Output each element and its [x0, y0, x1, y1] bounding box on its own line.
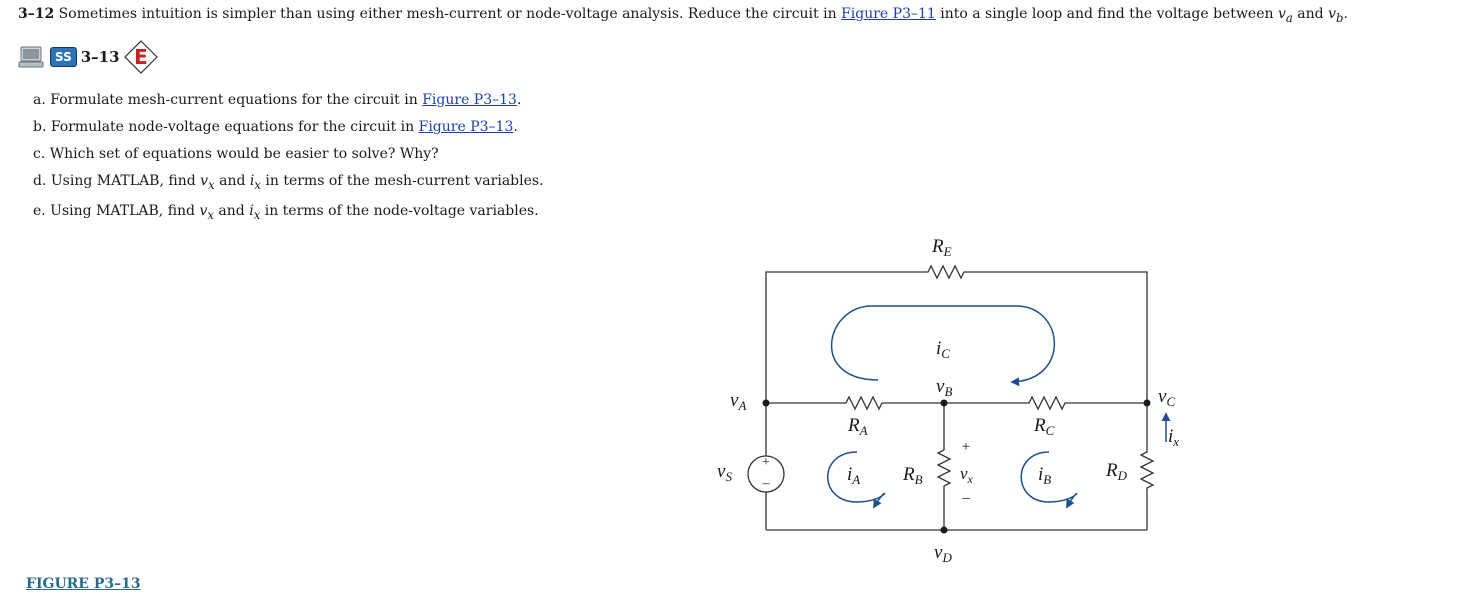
mesh-ic-arrow: [830, 305, 1056, 387]
label-rd: RD: [1105, 460, 1128, 483]
figure-label: FIGURE P3–13: [26, 576, 141, 592]
node-vc: [1143, 399, 1151, 407]
figure-link-p3-13[interactable]: Figure P3–13: [422, 92, 517, 108]
figure-link-p3-11[interactable]: Figure P3–11: [841, 6, 936, 22]
mesh-ia-arrow: [827, 451, 886, 509]
source-minus: –: [762, 476, 771, 491]
problem-number: 3–13: [80, 48, 120, 66]
label-ix: ix: [1168, 426, 1179, 449]
source-plus: +: [762, 455, 770, 470]
label-vx: vx: [960, 464, 974, 486]
mesh-ib-arrow: [1020, 451, 1078, 509]
e-badge-label: E: [134, 45, 148, 69]
label-re: RE: [931, 236, 952, 259]
figure-link-p3-13[interactable]: Figure P3–13: [418, 119, 514, 135]
computer-icon: [18, 45, 44, 69]
label-va: vA: [730, 390, 746, 413]
rd-branch: [1139, 403, 1155, 530]
part-b: b. Formulate node-voltage equations for …: [33, 119, 518, 135]
problem-3-13-parts: a. Formulate mesh-current equations for …: [33, 88, 544, 229]
node-vd: [940, 526, 948, 534]
part-d: d. Using MATLAB, find vx and ix in terms…: [33, 173, 544, 192]
problem-3-13-header: SS 3–13 E: [18, 40, 158, 74]
label-vs: vS: [717, 461, 732, 484]
circuit-figure-p3-13: + – RE iC vB vA vC RA RC ix vS iA RB + v…: [700, 230, 1180, 570]
vx-plus: +: [962, 439, 970, 455]
label-rb: RB: [902, 464, 923, 487]
part-c: c. Which set of equations would be easie…: [33, 146, 439, 162]
label-ra: RA: [847, 415, 868, 438]
problem-number: 3–12: [18, 6, 55, 22]
problem-text: Sometimes intuition is simpler than usin…: [54, 6, 842, 22]
label-ic: iC: [936, 338, 950, 361]
label-vc: vC: [1158, 386, 1175, 409]
part-a: a. Formulate mesh-current equations for …: [33, 92, 522, 108]
ss-badge: SS: [50, 47, 77, 67]
part-e: e. Using MATLAB, find vx and ix in terms…: [33, 203, 539, 222]
top-wire-re: [765, 264, 1148, 400]
problem-3-12: 3–12 Sometimes intuition is simpler than…: [18, 6, 1348, 25]
voltage-source: [747, 455, 785, 493]
e-badge-icon: E: [123, 40, 158, 74]
rb-branch: [936, 403, 952, 530]
middle-wire: [766, 395, 1147, 411]
label-vd: vD: [934, 542, 952, 565]
node-va: [762, 399, 770, 407]
node-vb: [940, 399, 948, 407]
label-rc: RC: [1033, 415, 1055, 438]
label-vb: vB: [936, 376, 952, 399]
label-ib: iB: [1038, 464, 1051, 487]
vx-minus: –: [961, 490, 970, 506]
label-ia: iA: [847, 464, 860, 487]
